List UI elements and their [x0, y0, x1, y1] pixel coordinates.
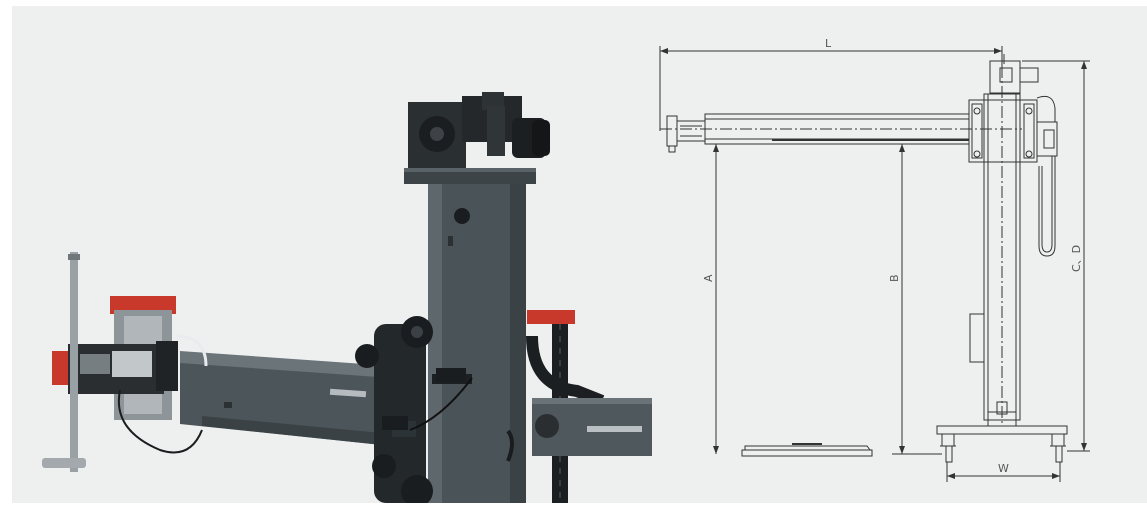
- boom-rear: [532, 398, 652, 456]
- column-mast: [428, 180, 526, 503]
- junction-box: [436, 368, 466, 382]
- label-b: B: [888, 274, 901, 282]
- welding-head: [42, 252, 208, 472]
- base-frame: [936, 425, 1068, 435]
- label-w: W: [998, 462, 1009, 475]
- product-image-frame: L A B C、D W: [12, 6, 1147, 503]
- manipulator-photo: [42, 92, 652, 503]
- lift-motor: [408, 92, 550, 168]
- boom-arm: [180, 351, 392, 446]
- label-l: L: [825, 37, 832, 50]
- product-image: L A B C、D W: [42, 37, 1090, 503]
- label-cd: C、D: [1070, 245, 1083, 272]
- label-a: A: [702, 274, 715, 282]
- technical-drawing: [659, 46, 1090, 482]
